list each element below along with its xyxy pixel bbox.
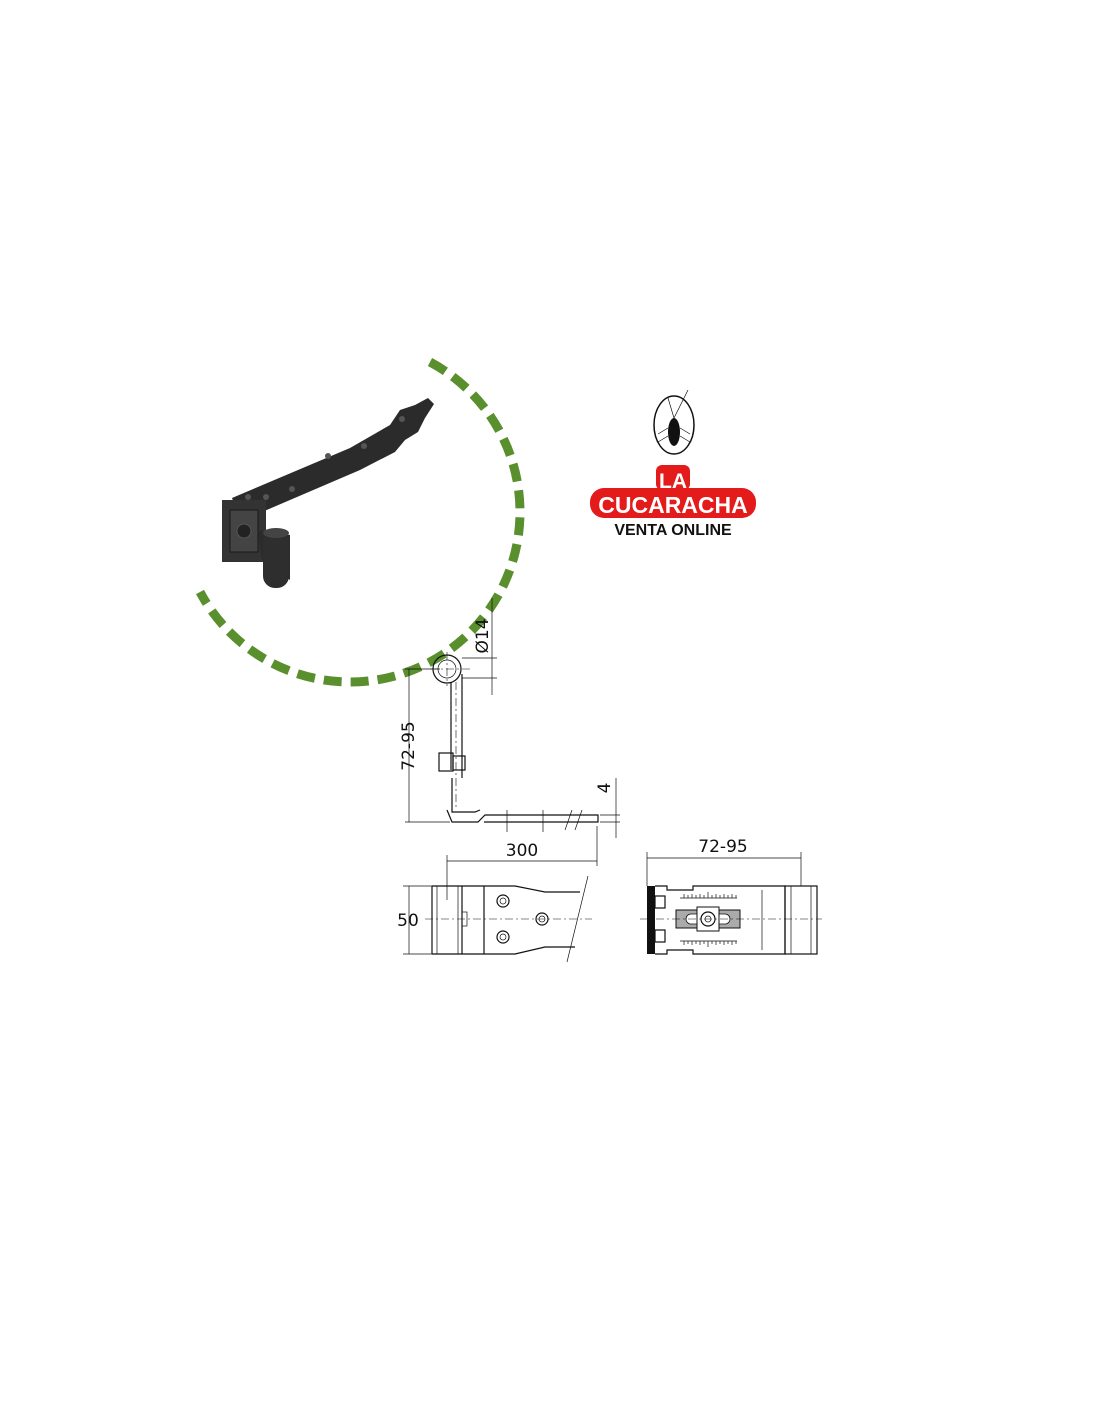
front-view-drawing: 72-95 bbox=[640, 837, 822, 955]
dimension-diameter: Ø14 bbox=[473, 618, 493, 653]
product-photo bbox=[196, 358, 525, 687]
scale-ticks bbox=[683, 892, 737, 947]
logo-line2: CUCARACHA bbox=[598, 492, 748, 518]
brand-logo: LA CUCARACHA VENTA ONLINE bbox=[590, 389, 756, 539]
logo-line3: VENTA ONLINE bbox=[614, 522, 732, 539]
logo-line1: LA bbox=[659, 470, 687, 493]
dimension-thickness: 4 bbox=[595, 783, 615, 794]
side-view-drawing: Ø14 72-95 4 300 bbox=[399, 598, 620, 900]
top-view-drawing: 50 bbox=[397, 875, 592, 963]
green-dashed-arc bbox=[196, 358, 525, 687]
dimension-length: 300 bbox=[506, 841, 538, 861]
dimension-adjust-range: 72-95 bbox=[698, 837, 747, 857]
dimension-width: 50 bbox=[397, 911, 419, 931]
hinge-image bbox=[222, 398, 434, 588]
dimension-height: 72-95 bbox=[399, 721, 419, 770]
